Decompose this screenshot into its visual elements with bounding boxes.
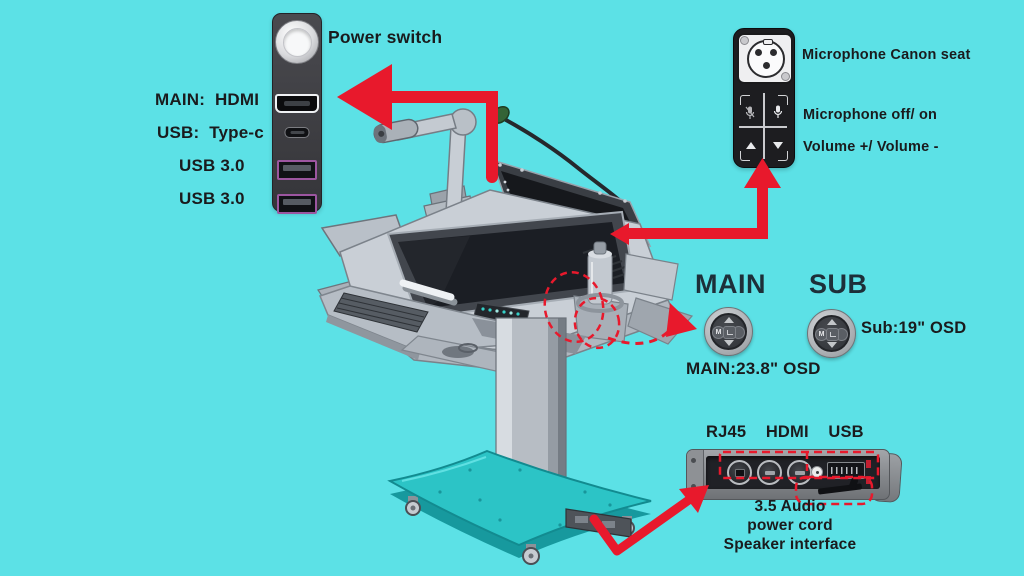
rear-ports-label: RJ45 HDMI USB bbox=[706, 423, 864, 441]
volume-up-icon bbox=[746, 142, 756, 149]
power-switch-label: Power switch bbox=[328, 27, 443, 47]
volume-down-icon bbox=[773, 142, 783, 149]
power-cord-label: power cord bbox=[747, 517, 833, 534]
osd-down-icon bbox=[724, 340, 734, 346]
main-osd-pad: M bbox=[704, 307, 753, 356]
main-osd-size-label: MAIN:23.8" OSD bbox=[686, 359, 821, 378]
usb2-label: USB 3.0 bbox=[179, 189, 245, 208]
sub-heading: SUB bbox=[809, 269, 868, 299]
power-switch-cap bbox=[282, 27, 312, 57]
xlr-canon-seat bbox=[737, 33, 793, 84]
osd-enter-button bbox=[826, 328, 839, 341]
osd-enter-button bbox=[723, 326, 736, 339]
osd-up-icon bbox=[724, 317, 734, 323]
arrow-to-rear-panel bbox=[589, 485, 709, 556]
typec-label: USB: Type-c bbox=[157, 123, 264, 142]
usb3-port-2 bbox=[277, 194, 317, 214]
osd-down-icon bbox=[827, 342, 837, 348]
rj45-round-connector bbox=[727, 460, 752, 485]
main-heading: MAIN bbox=[695, 269, 766, 299]
arrow-to-mic-panel bbox=[610, 158, 781, 245]
mic-on-icon bbox=[773, 105, 783, 124]
xlr-connector-icon bbox=[747, 39, 785, 78]
speaker-interface-label: Speaker interface bbox=[723, 536, 857, 553]
screw-icon bbox=[740, 36, 749, 45]
sub-osd-pad: M bbox=[807, 309, 856, 358]
hdmi-label: MAIN: HDMI bbox=[155, 90, 260, 109]
screw-icon bbox=[691, 458, 696, 463]
arrow-to-io-panel bbox=[337, 64, 498, 183]
usb1-label: USB 3.0 bbox=[179, 156, 245, 175]
rear-panel-callout bbox=[718, 450, 880, 506]
hdmi-port bbox=[275, 94, 319, 113]
audio-label: 3.5 Audio bbox=[754, 498, 826, 515]
osd-up-icon bbox=[827, 319, 837, 325]
osd-callout bbox=[543, 270, 697, 350]
power-switch-button bbox=[275, 20, 319, 64]
microphone-control-panel bbox=[733, 28, 795, 168]
mic-switch-label: Microphone off/ on bbox=[803, 107, 938, 123]
sub-osd-size-label: Sub:19" OSD bbox=[861, 319, 967, 337]
main-screen bbox=[386, 210, 638, 320]
usb3-port-1 bbox=[277, 160, 317, 180]
mic-off-icon bbox=[745, 106, 755, 125]
base bbox=[387, 449, 652, 565]
usb-typec-port bbox=[284, 127, 310, 138]
screw-icon bbox=[781, 72, 790, 81]
io-ports-panel bbox=[272, 13, 322, 214]
keyboard-tray bbox=[318, 285, 522, 373]
screw-icon bbox=[691, 484, 696, 489]
hdmi-round-connector bbox=[757, 460, 782, 485]
canon-seat-label: Microphone Canon seat bbox=[802, 47, 971, 63]
volume-label: Volume +/ Volume - bbox=[803, 139, 939, 155]
